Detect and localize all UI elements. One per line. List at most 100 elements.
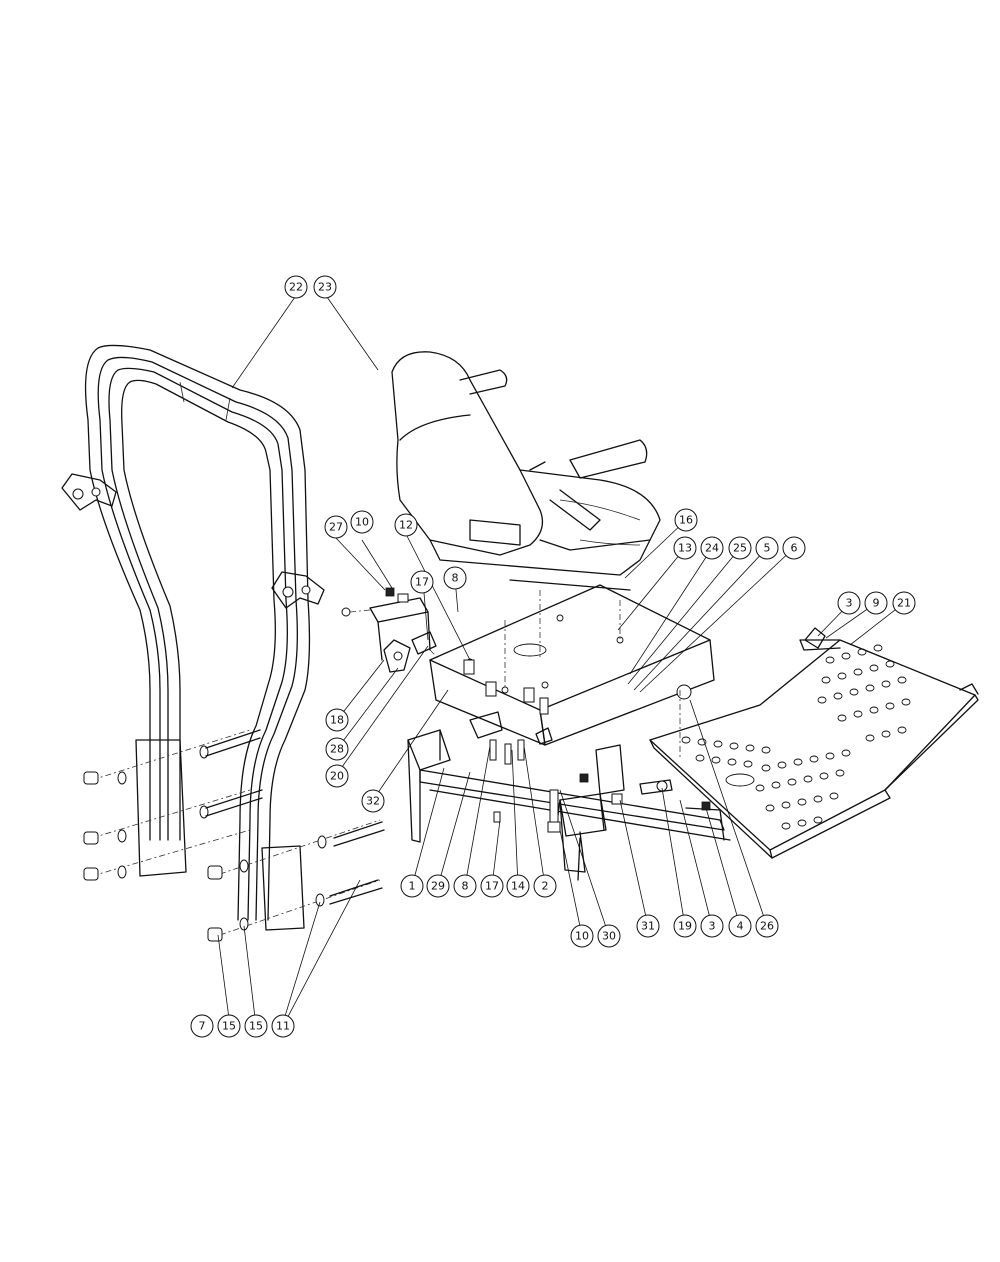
- balloon-10-lower: 10: [570, 924, 594, 948]
- perforation-hole: [743, 760, 753, 768]
- perforation-hole: [897, 676, 907, 684]
- svg-text:20: 20: [330, 770, 344, 783]
- svg-text:25: 25: [733, 542, 747, 555]
- svg-text:24: 24: [705, 542, 719, 555]
- svg-text:14: 14: [511, 880, 525, 893]
- balloon-8: 8: [443, 566, 467, 590]
- balloon-22: 22: [284, 275, 308, 299]
- perforation-hole: [881, 730, 891, 738]
- svg-text:7: 7: [199, 1020, 206, 1033]
- balloon-16: 16: [674, 508, 698, 532]
- balloon-21: 21: [892, 591, 916, 615]
- seat: [391, 351, 661, 591]
- balloon-25: 25: [728, 536, 752, 560]
- roll-bar: [61, 344, 325, 931]
- svg-text:3: 3: [709, 920, 716, 933]
- perforation-hole: [841, 652, 851, 660]
- perforation-hole: [897, 726, 907, 734]
- svg-text:31: 31: [641, 920, 655, 933]
- balloon-3: 3: [837, 591, 861, 615]
- perforation-hole: [797, 798, 807, 806]
- svg-text:13: 13: [678, 542, 692, 555]
- perforation-hole: [885, 702, 895, 710]
- balloon-26: 26: [755, 914, 779, 938]
- perforation-hole: [835, 769, 845, 777]
- switch-bracket: [341, 587, 441, 673]
- svg-text:4: 4: [737, 920, 744, 933]
- perforation-hole: [873, 644, 883, 652]
- perforation-hole: [837, 714, 847, 722]
- svg-text:6: 6: [791, 542, 798, 555]
- balloon-29: 29: [426, 874, 450, 898]
- perforation-hole: [829, 792, 839, 800]
- perforation-hole: [781, 822, 791, 830]
- part-balloons: 22 23 27 10 12 17 8 16 13 24 25 5 6 3 9: [190, 275, 916, 1038]
- balloon-30: 30: [597, 924, 621, 948]
- perforation-hole: [695, 754, 705, 762]
- perforation-hole: [797, 819, 807, 827]
- balloon-11: 11: [271, 1014, 295, 1038]
- svg-text:17: 17: [415, 576, 429, 589]
- foot-plate: [649, 627, 979, 859]
- balloon-10: 10: [350, 510, 374, 534]
- perforation-hole: [697, 738, 707, 746]
- svg-text:23: 23: [318, 281, 332, 294]
- balloon-13: 13: [673, 536, 697, 560]
- perforation-hole: [813, 795, 823, 803]
- perforation-hole: [681, 736, 691, 744]
- roll-bar-hardware: [83, 729, 385, 942]
- svg-text:26: 26: [760, 920, 774, 933]
- perforation-hole: [813, 816, 823, 824]
- perforation-hole: [885, 660, 895, 668]
- perforation-hole: [833, 692, 843, 700]
- perforation-hole: [853, 710, 863, 718]
- balloon-4: 4: [728, 914, 752, 938]
- svg-text:11: 11: [276, 1020, 290, 1033]
- balloon-27: 27: [324, 515, 348, 539]
- perforation-hole: [787, 778, 797, 786]
- perforation-hole: [817, 696, 827, 704]
- perforation-hole: [781, 801, 791, 809]
- balloon-14: 14: [506, 874, 530, 898]
- perforation-hole: [727, 758, 737, 766]
- balloon-5: 5: [755, 536, 779, 560]
- svg-text:28: 28: [330, 743, 344, 756]
- balloon-1: 1: [400, 874, 424, 898]
- svg-text:3: 3: [846, 597, 853, 610]
- perforation-hole: [793, 758, 803, 766]
- perforation-hole: [803, 775, 813, 783]
- balloon-20: 20: [325, 764, 349, 788]
- svg-text:10: 10: [575, 930, 589, 943]
- svg-text:22: 22: [289, 281, 303, 294]
- balloon-24: 24: [700, 536, 724, 560]
- perforation-hole: [771, 781, 781, 789]
- balloon-12: 12: [394, 513, 418, 537]
- perforation-hole: [837, 672, 847, 680]
- balloon-17-lower: 17: [480, 874, 504, 898]
- balloon-2: 2: [533, 874, 557, 898]
- svg-text:2: 2: [542, 880, 549, 893]
- svg-text:17: 17: [485, 880, 499, 893]
- perforation-hole: [841, 749, 851, 757]
- perforation-hole: [857, 648, 867, 656]
- support-frame: [407, 711, 731, 881]
- perforation-hole: [865, 734, 875, 742]
- svg-text:5: 5: [764, 542, 771, 555]
- balloon-7: 7: [190, 1014, 214, 1038]
- svg-text:18: 18: [330, 714, 344, 727]
- svg-text:30: 30: [602, 930, 616, 943]
- perforation-hole: [745, 744, 755, 752]
- leader-lines: [217, 296, 905, 1027]
- seat-pan: [429, 584, 715, 760]
- svg-text:8: 8: [462, 880, 469, 893]
- perforation-hole: [729, 742, 739, 750]
- balloon-9: 9: [864, 591, 888, 615]
- svg-text:1: 1: [409, 880, 416, 893]
- balloon-15-second: 15: [244, 1014, 268, 1038]
- perforation-hole: [711, 756, 721, 764]
- perforation-hole: [821, 676, 831, 684]
- perforation-hole: [849, 688, 859, 696]
- svg-text:15: 15: [222, 1020, 236, 1033]
- perforation-hole: [761, 746, 771, 754]
